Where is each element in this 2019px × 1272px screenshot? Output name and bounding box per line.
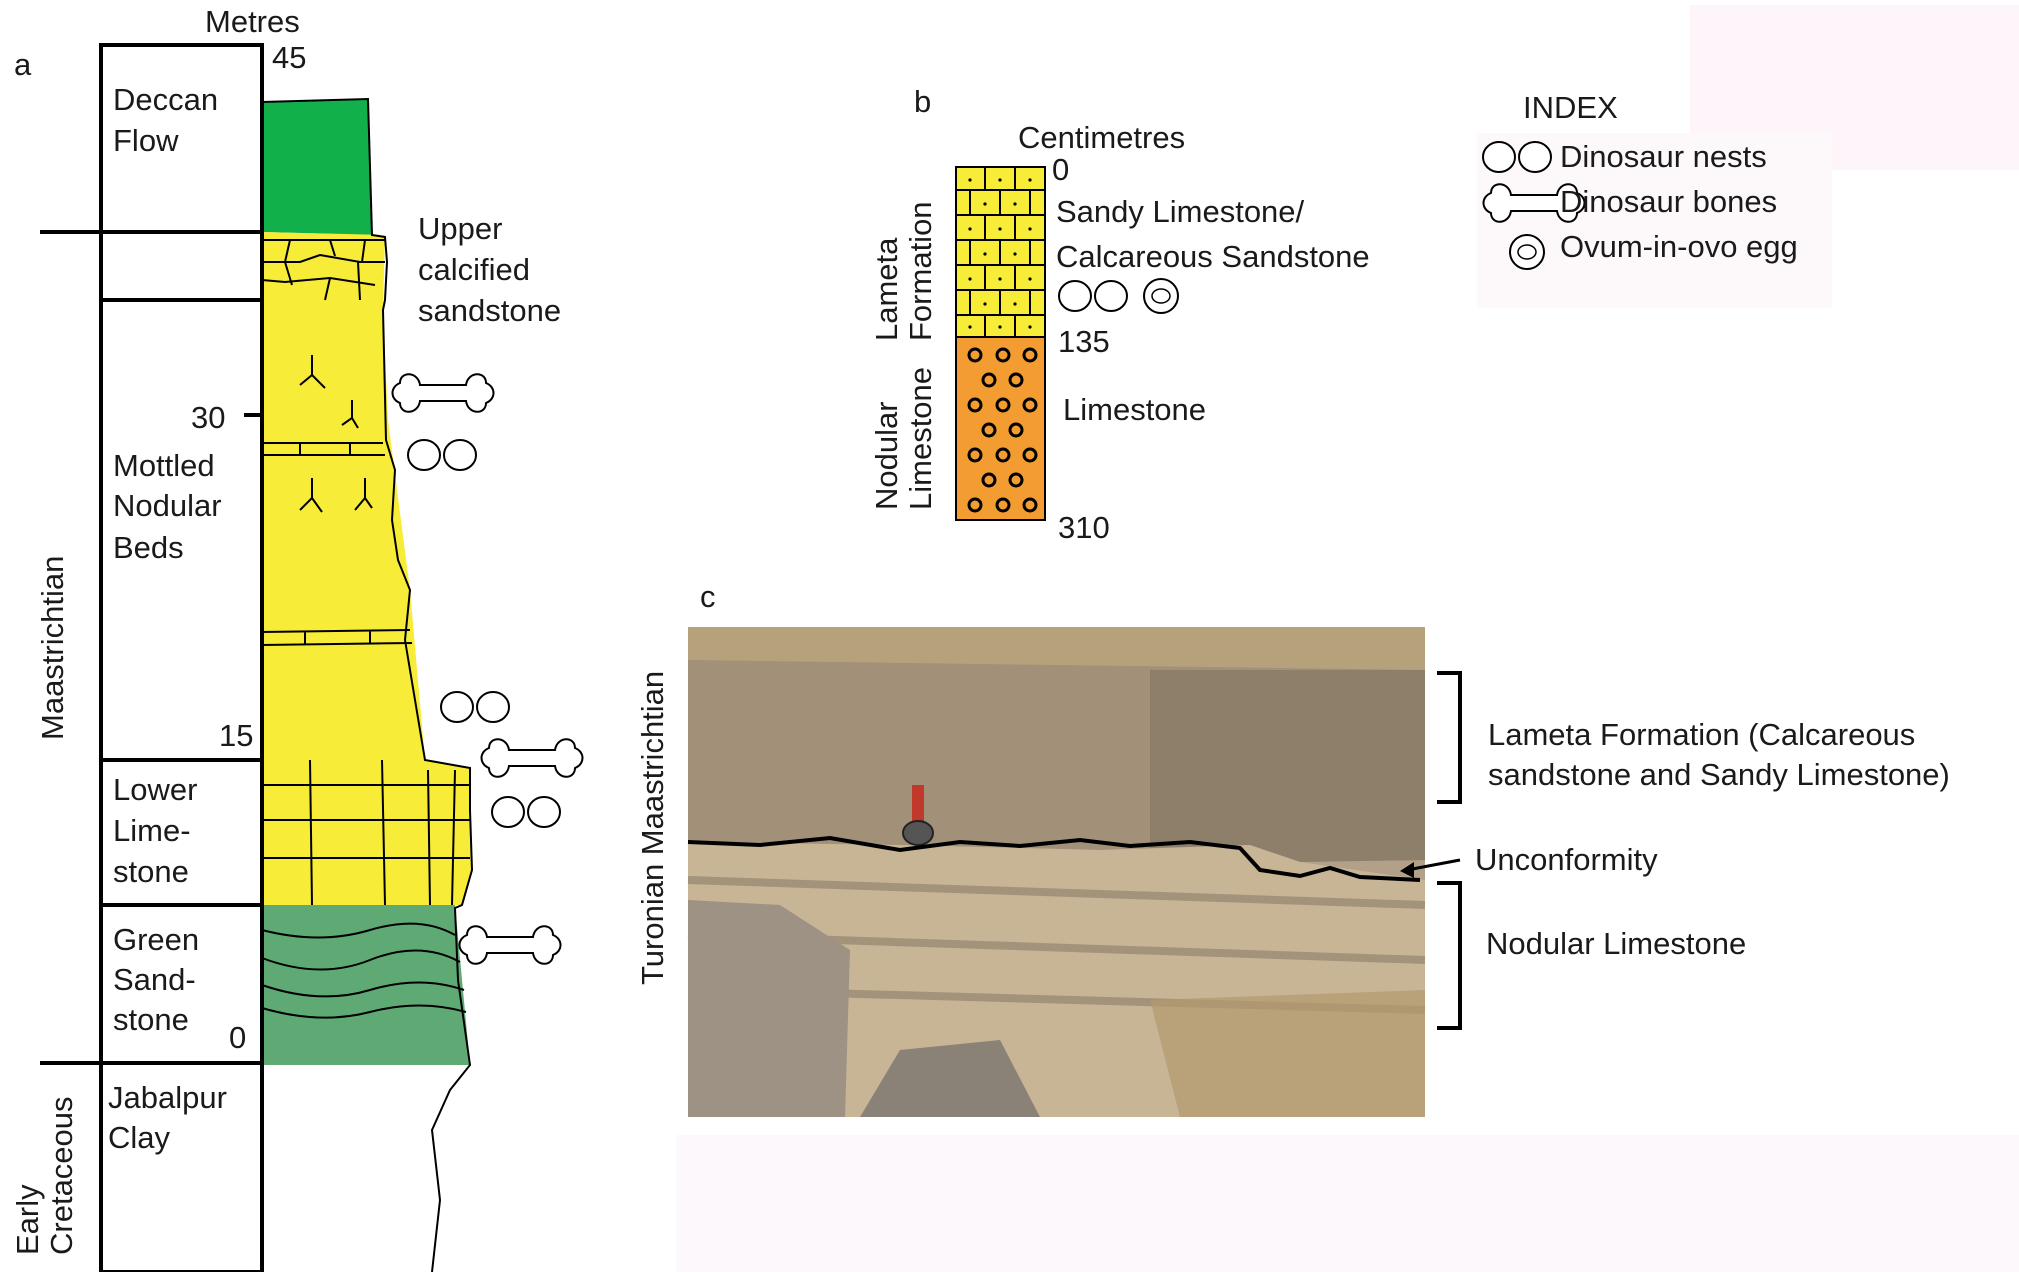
dinosaur-bones-icon — [391, 373, 495, 413]
nodular-bedding — [261, 442, 413, 646]
panel-a: a Metres 45 30 15 0 Deccan Flow Mottled — [10, 4, 584, 1272]
limestone-vertical-label: Limestone — [903, 367, 938, 510]
dinosaur-bones-icon — [480, 738, 584, 778]
maastrichtian-label: Maastrichtian — [35, 556, 70, 740]
cretaceous-label: Cretaceous — [44, 1096, 79, 1255]
centimetres-axis-title: Centimetres — [1018, 120, 1185, 155]
mottled-label-3: Beds — [113, 530, 184, 565]
nodular-bracket — [1437, 881, 1462, 1030]
unconformity-arrow-head — [1400, 862, 1414, 878]
unconformity-arrow-shaft — [1406, 858, 1461, 872]
lower-limestone-label-2: Lime- — [113, 813, 191, 848]
sandy-limestone-dots — [968, 178, 1032, 329]
sandy-limestone-brick-pattern — [956, 167, 1045, 337]
nodular-cracks — [299, 355, 373, 513]
tick-label-45: 45 — [272, 40, 306, 75]
green-sandstone-label-1: Green — [113, 922, 199, 957]
jabalpur-label-1: Jabalpur — [108, 1080, 227, 1115]
panel-c-letter: c — [700, 579, 716, 614]
yellow-nodular-beds — [262, 232, 472, 905]
stratigraphic-column-frame — [99, 43, 264, 1272]
background-wash — [676, 1135, 2019, 1272]
index-bones-label: Dinosaur bones — [1560, 184, 1777, 219]
tick-label-310cm: 310 — [1058, 510, 1110, 545]
upper-calcified-label-2: calcified — [418, 252, 530, 287]
lower-limestone-label-1: Lower — [113, 772, 197, 807]
panel-b: b Centimetres 0 135 310 Lameta Formation — [869, 84, 1370, 545]
dinosaur-nests-icon — [491, 796, 561, 828]
turonian-maastrichtian-label: Turonian Maastrichtian — [635, 671, 670, 985]
deccan-flow-bed — [262, 99, 372, 235]
index-title: INDEX — [1523, 90, 1618, 125]
upper-calcified-label-1: Upper — [418, 211, 502, 246]
unconformity-label: Unconformity — [1475, 842, 1658, 877]
tick-label-0: 0 — [229, 1020, 246, 1055]
green-sandstone-laminae — [261, 922, 467, 1019]
limestone-label: Limestone — [1063, 392, 1206, 427]
index-legend: INDEX Dinosaur nests Dinosaur bones Ovum… — [1482, 90, 1798, 270]
sandy-limestone-label: Sandy Limestone/ — [1056, 194, 1305, 229]
panel-c: c Turonian Maastrichtian Lameta Formatio… — [635, 579, 1950, 1117]
nodular-label: Nodular — [869, 401, 904, 510]
ovum-in-ovo-egg-icon — [1509, 234, 1545, 270]
tick-label-15: 15 — [219, 718, 253, 753]
calcified-blocks — [261, 239, 385, 301]
dinosaur-nests-icon — [1058, 280, 1128, 312]
formation-label: Formation — [903, 201, 938, 341]
index-nests-label: Dinosaur nests — [1560, 139, 1767, 174]
dinosaur-bones-icon — [458, 925, 562, 965]
dinosaur-nests-icon — [440, 691, 510, 723]
lameta-formation-label-1: Lameta Formation (Calcareous — [1488, 717, 1915, 752]
green-sandstone-label-3: stone — [113, 1002, 189, 1037]
jabalpur-label-2: Clay — [108, 1120, 171, 1155]
ovum-in-ovo-egg-icon — [1143, 278, 1179, 314]
outcrop-photo — [687, 627, 1426, 1117]
unconformity-line — [687, 835, 1421, 882]
nodular-limestone-bed — [955, 336, 1046, 521]
lameta-label: Lameta — [869, 237, 904, 341]
index-ovum-label: Ovum-in-ovo egg — [1560, 229, 1798, 264]
panel-a-letter: a — [14, 47, 32, 82]
tick-label-30: 30 — [191, 400, 225, 435]
nodular-limestone-label: Nodular Limestone — [1486, 926, 1746, 961]
mottled-label-2: Nodular — [113, 488, 222, 523]
deccan-label-1: Deccan — [113, 82, 218, 117]
nodular-limestone-nodules — [967, 347, 1038, 513]
early-label: Early — [10, 1184, 45, 1255]
tick-label-135cm: 135 — [1058, 324, 1110, 359]
green-sandstone-label-2: Sand- — [113, 962, 196, 997]
mottled-label-1: Mottled — [113, 448, 215, 483]
column-outline — [261, 97, 474, 1272]
green-sandstone-bed — [262, 905, 470, 1065]
lower-limestone-label-3: stone — [113, 854, 189, 889]
metres-axis-title: Metres — [205, 4, 300, 39]
lameta-bracket — [1437, 671, 1462, 804]
tick-label-0cm: 0 — [1052, 152, 1069, 187]
lameta-formation-label-2: sandstone and Sandy Limestone) — [1488, 757, 1950, 792]
panel-b-letter: b — [914, 84, 931, 119]
lower-limestone-blocks — [262, 759, 470, 906]
deccan-label-2: Flow — [113, 123, 179, 158]
calcareous-sandstone-label: Calcareous Sandstone — [1056, 239, 1370, 274]
dinosaur-nests-icon — [407, 439, 477, 471]
upper-calcified-label-3: sandstone — [418, 293, 561, 328]
